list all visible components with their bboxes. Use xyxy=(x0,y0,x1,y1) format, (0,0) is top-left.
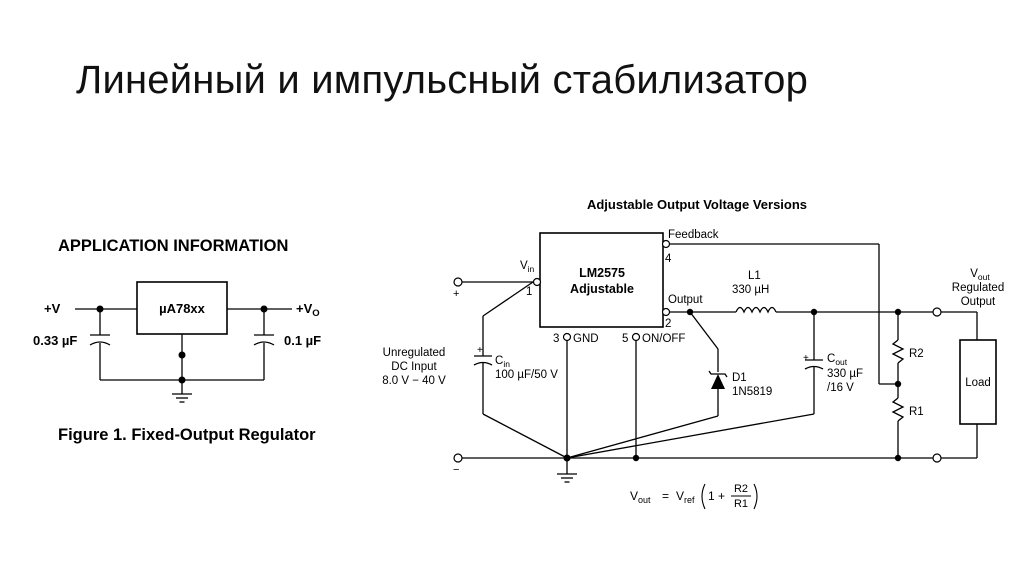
output-plus-terminal xyxy=(932,307,942,317)
pin1-number: 1 xyxy=(526,286,532,298)
input-minus-sign: − xyxy=(453,464,459,476)
pin2-stub xyxy=(661,307,671,317)
cin-ground-lead xyxy=(482,413,568,459)
formula-paren-left xyxy=(701,483,706,510)
lm2575-name: LM2575 xyxy=(579,266,625,280)
formula-lhs: Vout xyxy=(630,489,651,505)
pin3-stub xyxy=(562,332,572,342)
fig1-heading: APPLICATION INFORMATION xyxy=(58,237,288,255)
lm2575-type: Adjustable xyxy=(570,282,634,296)
pin3-number: 3 xyxy=(553,333,559,345)
ua78xx-ic xyxy=(136,281,228,335)
pin5-number: 5 xyxy=(622,333,628,345)
input-plus-terminal xyxy=(453,277,463,287)
diode-top-lead xyxy=(689,311,719,350)
fig1-ground-symbol xyxy=(172,393,192,403)
regulated-label: Regulated xyxy=(952,282,1004,294)
cout-plate-bottom xyxy=(804,365,824,370)
load-label: Load xyxy=(965,377,991,389)
fig1-vin-label: +V xyxy=(44,301,61,316)
cout-value2: /16 V xyxy=(827,382,854,394)
cin-value: 100 µF/50 V xyxy=(495,369,558,381)
cout-value1: 330 µF xyxy=(827,368,863,380)
fig2-ground-symbol xyxy=(557,473,577,483)
formula-one-plus: 1 + xyxy=(708,489,725,503)
pin-output-label: Output xyxy=(668,294,703,306)
formula-eq: = xyxy=(662,489,669,503)
resistor-r2 xyxy=(891,339,905,364)
fig1-vout-label: +VO xyxy=(296,301,320,319)
slide-title: Линейный и импульсный стабилизатор xyxy=(76,58,809,102)
pin5-stub xyxy=(631,332,641,342)
fig1-caption: Figure 1. Fixed-Output Regulator xyxy=(58,426,316,444)
formula-numerator: R2 xyxy=(734,483,748,495)
inductor-l1 xyxy=(735,306,777,314)
cin-plate-bottom xyxy=(473,361,493,366)
inductor-value: 330 µH xyxy=(732,284,769,296)
input-desc-line2: DC Input xyxy=(391,361,437,373)
pin1-stub xyxy=(532,277,542,287)
diode-d1-bar xyxy=(708,370,728,378)
r2-label: R2 xyxy=(909,348,924,360)
lm2575-ic xyxy=(539,232,664,328)
ua78xx-label: µA78xx xyxy=(159,301,206,316)
fig2-heading: Adjustable Output Voltage Versions xyxy=(587,197,807,212)
pin4-number: 4 xyxy=(665,253,672,265)
formula-denominator: R1 xyxy=(734,498,748,510)
input-desc-line3: 8.0 V − 40 V xyxy=(382,375,446,387)
adjustable-regulator-figure: Adjustable Output Voltage Versions LM257… xyxy=(382,197,1004,510)
formula-vref: Vref xyxy=(676,489,695,505)
input-minus-terminal xyxy=(453,453,463,463)
input-desc-line1: Unregulated xyxy=(383,347,446,359)
resistor-r1 xyxy=(891,397,905,422)
fixed-regulator-figure: APPLICATION INFORMATION µA78xx +V +VO 0.… xyxy=(33,237,321,444)
fig1-cout-value: 0.1 µF xyxy=(284,333,321,348)
fig1-ground-node-lower xyxy=(178,376,186,384)
cout-name: Cout xyxy=(827,353,848,367)
diode-d1 xyxy=(711,374,725,389)
formula-paren-right xyxy=(753,483,758,510)
fig1-ground-node-upper xyxy=(178,351,186,359)
pin-feedback-label: Feedback xyxy=(668,229,719,241)
load-box xyxy=(959,339,997,425)
fig1-cin-value: 0.33 µF xyxy=(33,333,77,348)
pin-gnd-label: GND xyxy=(573,333,599,345)
diode-name: D1 xyxy=(732,372,747,384)
diode-part: 1N5819 xyxy=(732,386,772,398)
output-minus-terminal xyxy=(932,453,942,463)
pin-vin-label: Vin xyxy=(520,260,535,274)
pin-onoff-label: ON/OFF xyxy=(642,333,685,345)
vout-label: Vout xyxy=(970,268,990,282)
cin-top-lead xyxy=(482,281,534,317)
cout-ground-lead xyxy=(566,413,815,459)
diode-ground-lead xyxy=(566,415,719,459)
cout-polarity: + xyxy=(803,353,809,364)
vout-formula: Vout = Vref 1 + R2 R1 xyxy=(630,483,758,510)
inductor-name: L1 xyxy=(748,270,761,282)
fig1-cout-plate-bottom xyxy=(253,341,275,346)
pin4-stub xyxy=(661,239,671,249)
input-plus-sign: + xyxy=(453,288,459,300)
r1-label: R1 xyxy=(909,406,924,418)
cin-name: Cin xyxy=(495,355,510,369)
output-label: Output xyxy=(961,296,996,308)
fig1-cin-plate-bottom xyxy=(89,341,111,346)
cin-polarity: + xyxy=(477,345,483,356)
pin2-number: 2 xyxy=(665,318,671,330)
